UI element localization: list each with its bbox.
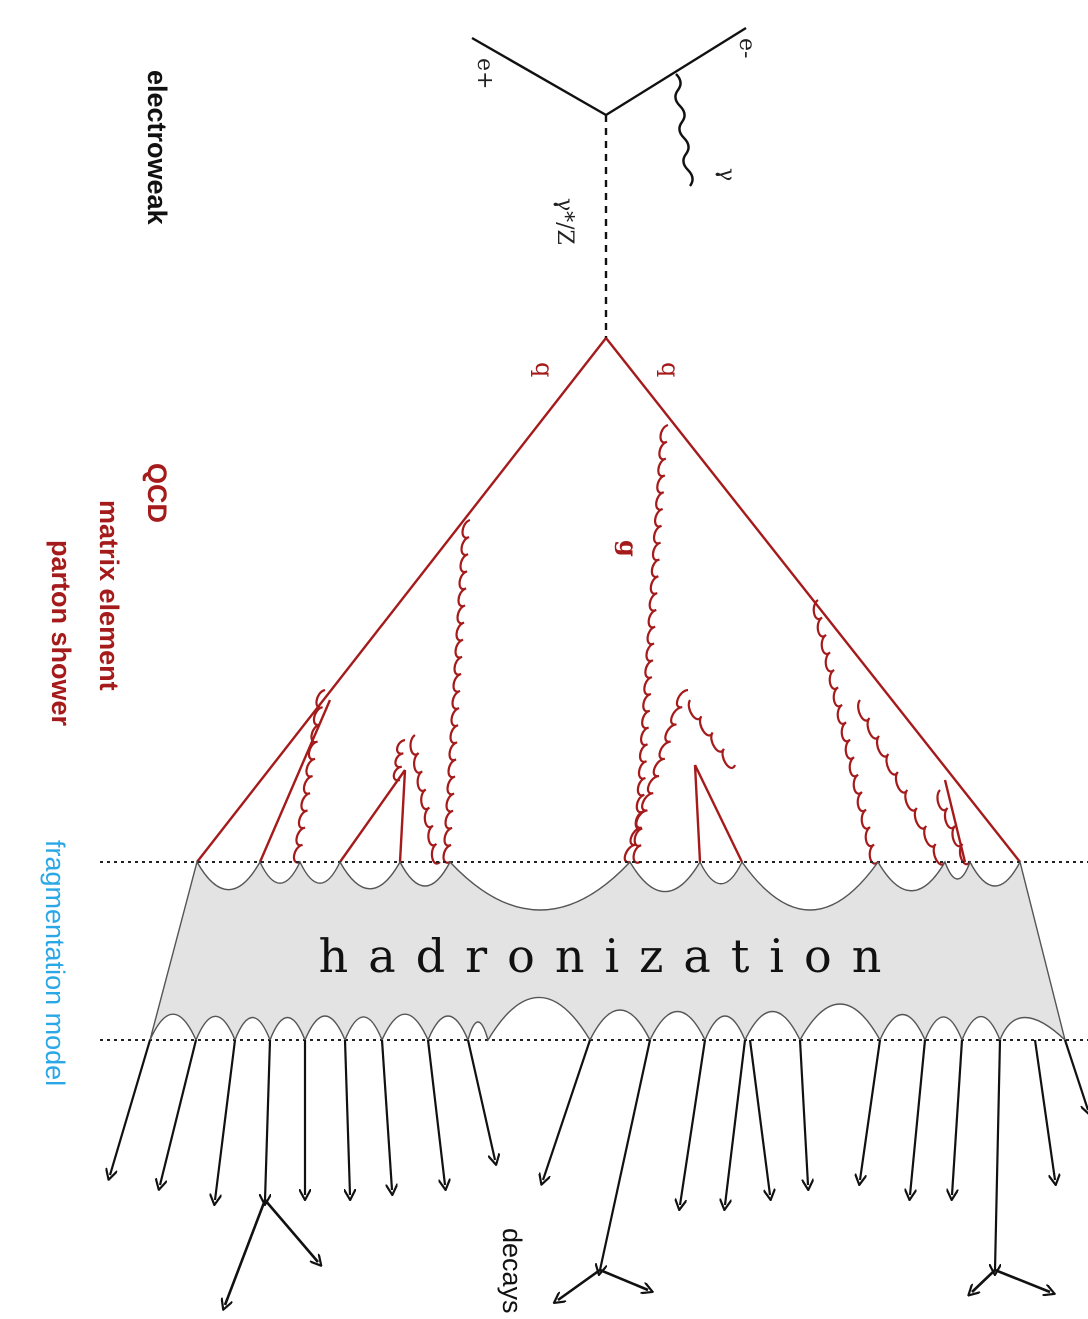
gluon-symbol: g (614, 540, 643, 557)
decay-arrow (264, 1199, 318, 1262)
hadron-arrow (995, 1039, 1000, 1270)
gluon-line (687, 699, 737, 769)
gluon-split-b (398, 769, 407, 863)
gluon-line (936, 789, 971, 866)
gluon-line (623, 688, 689, 864)
gluon-line (812, 599, 879, 865)
qcd-partons (196, 337, 1021, 863)
hadron-arrow (600, 1039, 652, 1270)
photon-wave (674, 73, 694, 187)
decay-arrow (972, 1269, 996, 1292)
hadron-arrow (345, 1039, 350, 1195)
svg-text:e-: e- (734, 38, 759, 58)
svg-text:e+: e+ (472, 58, 497, 89)
photon-symbol: γ (714, 168, 739, 181)
quark-symbol: q (656, 362, 684, 377)
decay-products (225, 1199, 1050, 1305)
label-electroweak: electroweak (142, 70, 172, 226)
decay-arrow (225, 1199, 267, 1305)
gluon-line (442, 518, 471, 864)
svg-text:decays: decays (497, 1228, 527, 1314)
electroweak-vertex (471, 26, 747, 338)
gluon-line (292, 688, 326, 864)
gluons (292, 423, 971, 866)
antiquark-line (605, 337, 1021, 863)
svg-text:matrix element: matrix element (94, 500, 124, 691)
svg-text:electroweak: electroweak (142, 70, 172, 226)
antiquark-symbol: q (530, 362, 558, 377)
label-parton-shower: parton shower (46, 540, 76, 727)
electron-symbol: e- (734, 38, 759, 58)
decay-arrow (599, 1268, 648, 1290)
hadron-arrow (466, 1039, 495, 1160)
positron-symbol: e+ (472, 58, 497, 89)
gluon-line (409, 734, 441, 865)
boson-symbol: γ*/Z (552, 198, 577, 245)
decay-arrow (994, 1268, 1050, 1292)
hadron-arrow (380, 1039, 392, 1190)
quark-split (258, 699, 332, 863)
svg-text:g: g (614, 540, 643, 557)
hadronization-label: hadronization (319, 929, 902, 983)
hadron-arrow (798, 1039, 808, 1185)
hadron-arrow (725, 1039, 747, 1205)
positron-line (471, 36, 607, 117)
electron-line (605, 26, 747, 117)
label-qcd: QCD (142, 463, 172, 523)
hadron-arrow (265, 1039, 270, 1200)
svg-text:q: q (530, 362, 558, 377)
label-matrix-element: matrix element (94, 500, 124, 691)
hadron-arrow (110, 1039, 152, 1175)
svg-text:γ: γ (714, 168, 739, 181)
hadron-arrow (543, 1039, 592, 1180)
hadron-arrow (1033, 1039, 1055, 1180)
label-decays: decays (497, 1228, 527, 1314)
hadron-arrow (680, 1039, 707, 1205)
hadron-arrow (426, 1039, 445, 1185)
label-fragmentation-model: fragmentation model (40, 840, 70, 1086)
hadronization-band (149, 860, 1067, 1043)
svg-text:fragmentation model: fragmentation model (40, 840, 70, 1086)
hadron-arrow (952, 1039, 964, 1195)
svg-text:QCD: QCD (142, 463, 172, 523)
antiquark-split (943, 779, 967, 863)
svg-text:q: q (656, 362, 684, 377)
quark-line (196, 337, 607, 863)
hadron-arrow (910, 1039, 927, 1195)
hadron-arrow (860, 1039, 882, 1180)
gluon-split-a (339, 769, 406, 863)
hadron-arrow (215, 1039, 237, 1200)
hadron-arrow (160, 1039, 198, 1185)
svg-text:parton shower: parton shower (46, 540, 76, 727)
gluon-split-c (693, 764, 702, 863)
final-state-hadrons (110, 1039, 1088, 1270)
hadron-arrow (1063, 1039, 1088, 1110)
gluon-split-d (693, 764, 744, 863)
svg-text:γ*/Z: γ*/Z (552, 198, 577, 245)
gluon-line (392, 738, 406, 782)
gluon-line (857, 699, 946, 866)
hadron-arrow (748, 1039, 770, 1195)
gluon-line (632, 423, 669, 864)
decay-arrow (558, 1268, 601, 1300)
